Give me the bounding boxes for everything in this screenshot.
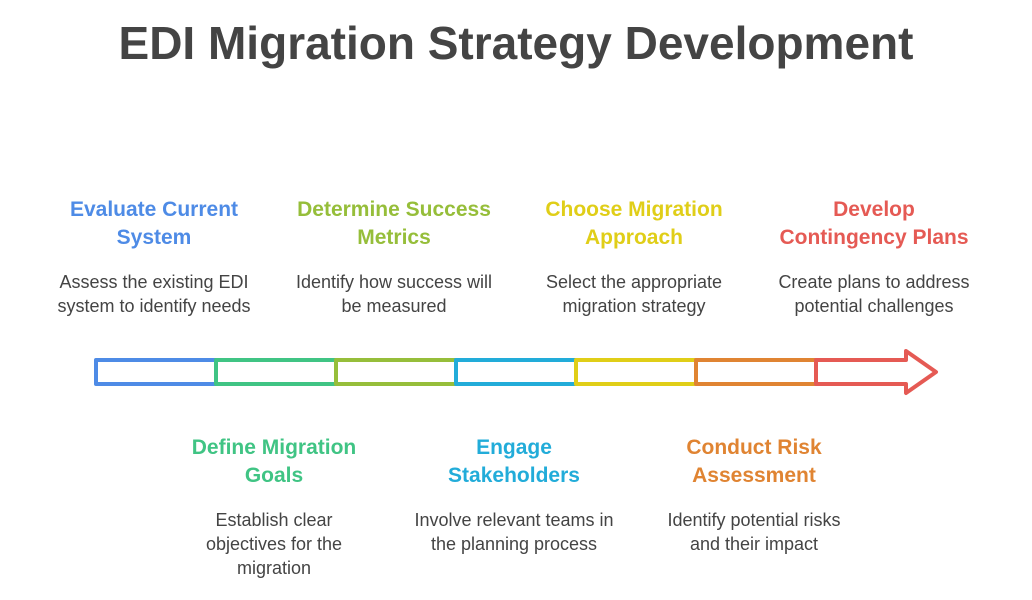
step-description: Identify potential risks and their impac… bbox=[667, 510, 841, 554]
step-heading: Define Migration Goals bbox=[191, 436, 357, 487]
timeline-segment bbox=[94, 358, 218, 386]
step-heading: Evaluate Current System bbox=[69, 198, 239, 249]
step-heading: Develop Contingency Plans bbox=[779, 198, 969, 249]
timeline-segment bbox=[454, 358, 578, 386]
timeline-segment bbox=[574, 358, 698, 386]
timeline-segment bbox=[334, 358, 458, 386]
timeline-segment bbox=[694, 358, 818, 386]
step-description: Select the appropriate migration strateg… bbox=[545, 272, 723, 316]
step-description: Involve relevant teams in the planning p… bbox=[414, 510, 614, 554]
timeline-arrowhead-segment bbox=[814, 349, 938, 395]
step-description: Identify how success will be measured bbox=[295, 272, 493, 316]
timeline-segment bbox=[214, 358, 338, 386]
diagram-title: EDI Migration Strategy Development bbox=[118, 17, 914, 69]
step-description: Create plans to address potential challe… bbox=[778, 272, 970, 316]
step-description: Assess the existing EDI system to identi… bbox=[57, 272, 251, 316]
step-heading: Engage Stakeholders bbox=[448, 436, 580, 487]
step-heading: Choose Migration Approach bbox=[545, 198, 723, 249]
step-heading: Determine Success Metrics bbox=[297, 198, 491, 249]
step-description: Establish clear objectives for the migra… bbox=[205, 510, 343, 578]
step-heading: Conduct Risk Assessment bbox=[686, 436, 822, 487]
